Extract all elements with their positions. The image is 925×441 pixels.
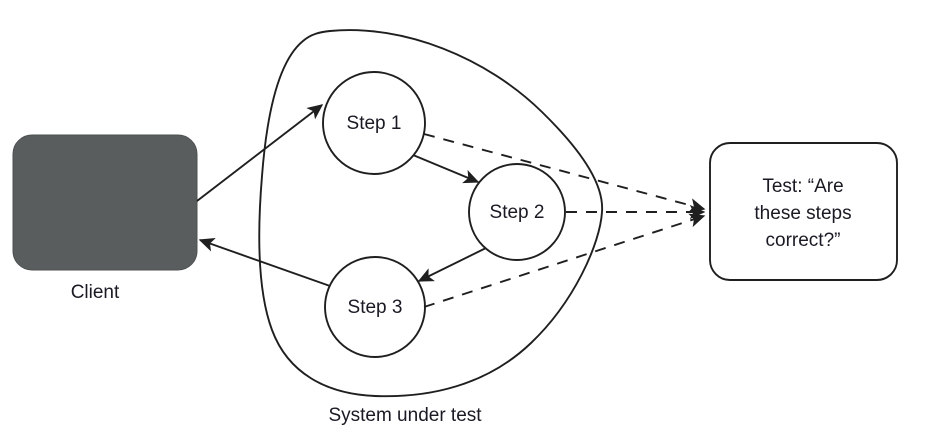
system-under-test-caption: System under test [328,405,482,426]
connector-step-1-to-test-box [423,133,706,213]
test-box-node[interactable] [709,142,898,281]
client-box-shape [12,134,198,271]
connector-step-1-to-step-2 [412,154,480,184]
step-1-label: Step 1 [347,113,402,134]
step-2-label: Step 2 [490,202,545,223]
step-1-node[interactable] [322,71,426,175]
test-box-line-3: correct?” [766,230,841,251]
step-1-circle-shape [322,71,426,175]
client-label: Client [71,282,120,303]
system-under-test-boundary [258,29,604,398]
connector-client-to-step-1 [196,104,324,202]
test-box-shape [709,142,898,281]
connector-step-3-to-client [198,238,331,287]
step-2-node[interactable] [468,163,566,261]
client-node[interactable] [12,134,198,271]
connector-step-3-to-test-box [423,213,706,308]
step-2-circle-shape [468,163,566,261]
test-box-line-1: Test: “Are [762,176,843,197]
connector-step-2-to-step-3 [417,247,487,282]
test-box-line-2: these steps [754,203,851,224]
step-3-label: Step 3 [348,297,403,318]
